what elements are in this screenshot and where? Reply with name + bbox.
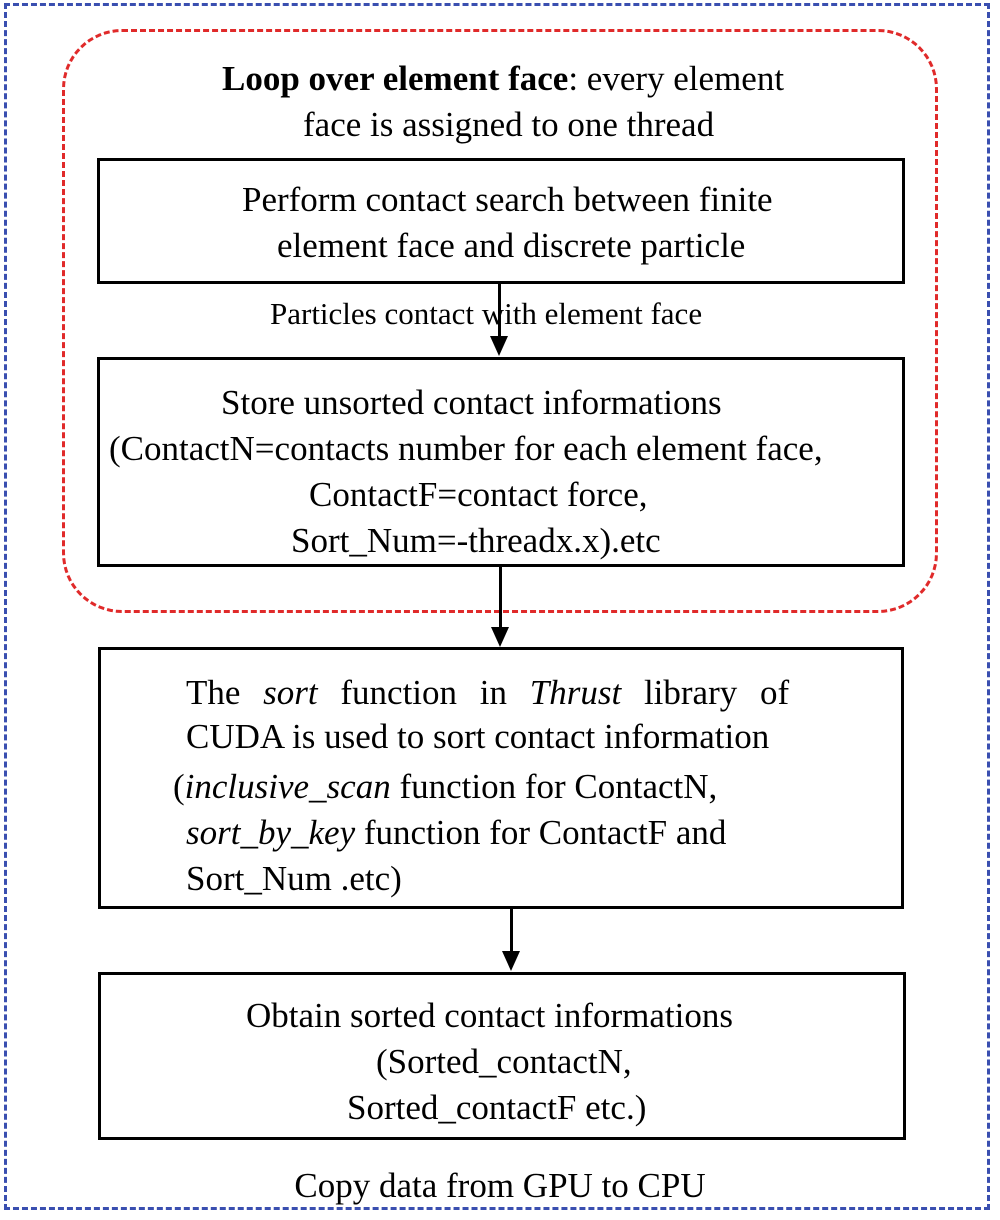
arrow-2-shaft <box>499 567 502 629</box>
store-unsorted-line2: (ContactN=contacts number for each eleme… <box>109 429 823 468</box>
sorted-info-line1: Obtain sorted contact informations <box>246 996 733 1035</box>
thrust-sort-box: The sort function in Thrust library of C… <box>98 647 904 909</box>
arrow-3-shaft <box>510 909 513 953</box>
arrow-1-label: Particles contact with element face <box>270 296 703 331</box>
store-unsorted-line1: Store unsorted contact informations <box>221 383 722 422</box>
thrust-sort-line1: The sort function in Thrust library of <box>186 673 790 712</box>
loop-title-line2: face is assigned to one thread <box>303 105 715 144</box>
store-unsorted-line3: ContactF=contact force, <box>309 475 648 514</box>
thrust-sort-line2: CUDA is used to sort contact information <box>186 717 770 756</box>
contact-search-line2: element face and discrete particle <box>277 226 746 265</box>
gpu-region-frame <box>4 3 990 1210</box>
arrow-3-head <box>502 951 520 971</box>
sorted-info-line3: Sorted_contactF etc.) <box>347 1088 647 1127</box>
loop-title-line1: Loop over element face: every element <box>222 59 785 98</box>
sorted-info-box: Obtain sorted contact informations (Sort… <box>98 972 906 1140</box>
sorted-info-line2: (Sorted_contactN, <box>376 1042 632 1081</box>
arrow-2-head <box>491 627 509 647</box>
thrust-sort-line4: sort_by_key function for ContactF and <box>186 813 727 852</box>
contact-search-box: Perform contact search between finite el… <box>97 158 905 284</box>
store-unsorted-box: Store unsorted contact informations (Con… <box>97 357 905 567</box>
thrust-sort-line5: Sort_Num .etc) <box>186 859 402 898</box>
footer-text: Copy data from GPU to CPU <box>294 1166 706 1205</box>
store-unsorted-line4: Sort_Num=-threadx.x).etc <box>291 521 661 560</box>
thrust-sort-line3: (inclusive_scan function for ContactN, <box>173 767 718 806</box>
arrow-1-shaft <box>498 284 501 338</box>
arrow-1-head <box>490 336 508 356</box>
footer-label: Copy data from GPU to CPU <box>0 1163 1000 1209</box>
contact-search-line1: Perform contact search between finite <box>242 180 773 219</box>
